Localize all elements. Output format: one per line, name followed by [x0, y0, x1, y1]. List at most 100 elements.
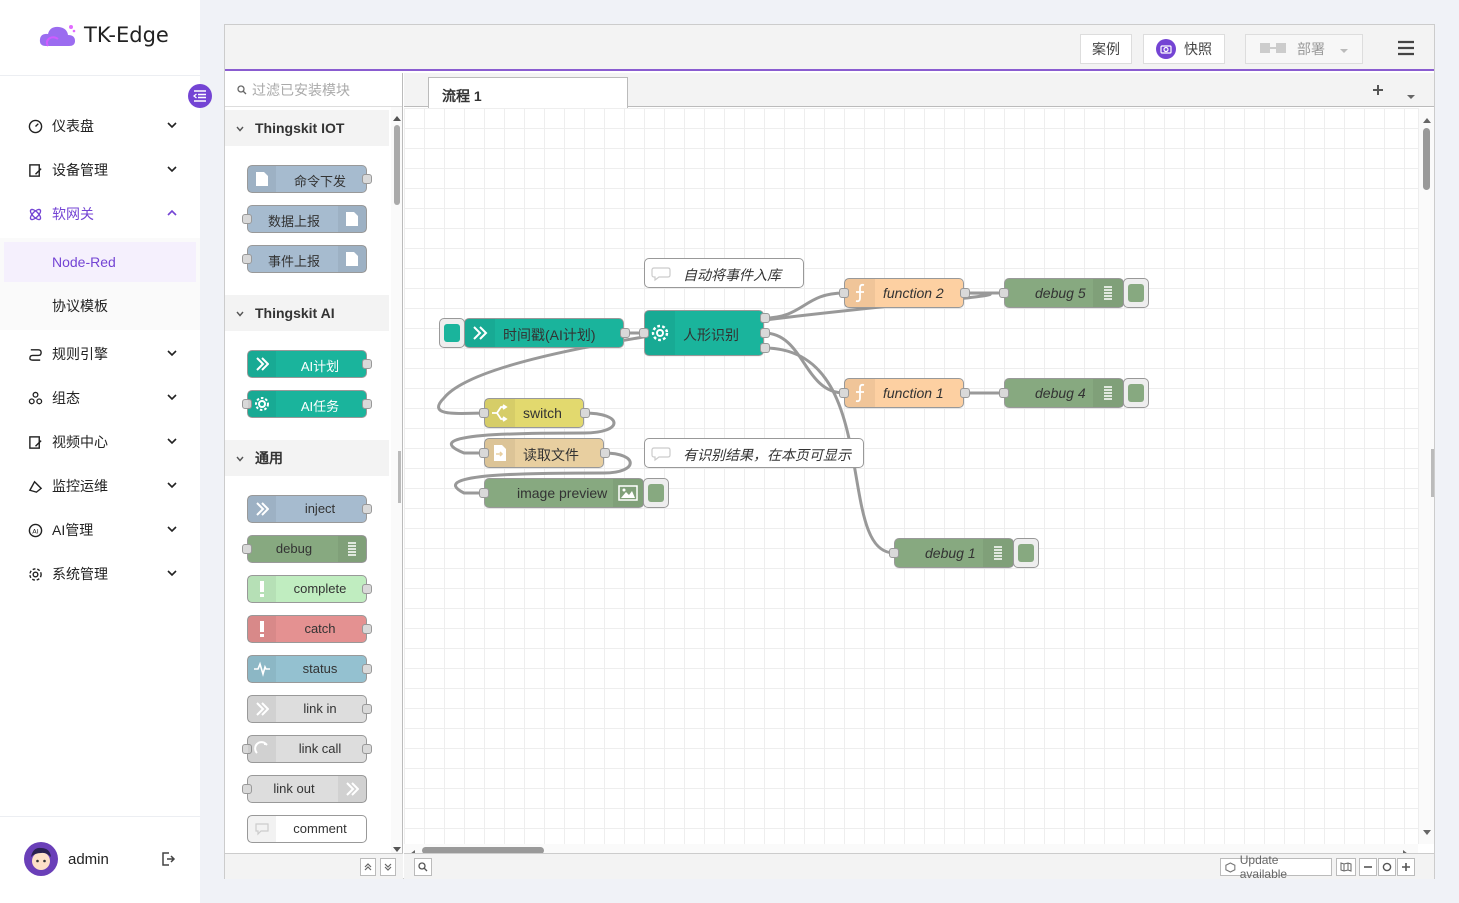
- flow-node-read-file[interactable]: 读取文件: [479, 438, 610, 468]
- sidebar-item-gateway[interactable]: 软网关: [0, 192, 200, 236]
- palette-node-link-call[interactable]: link call: [242, 735, 372, 763]
- palette-node-link-in[interactable]: link in: [247, 695, 372, 723]
- palette-node-comment[interactable]: comment: [247, 815, 367, 843]
- palette-resize-handle[interactable]: [398, 451, 401, 503]
- palette-scrollbar[interactable]: [391, 107, 402, 853]
- debug-toggle-button[interactable]: [1123, 278, 1149, 308]
- caret-down-icon[interactable]: [1339, 41, 1349, 57]
- sidebar-item-monitor[interactable]: 监控运维: [0, 464, 200, 508]
- output-port[interactable]: [362, 359, 372, 369]
- tab-flow-1[interactable]: 流程 1: [428, 77, 628, 108]
- flow-node-switch[interactable]: switch: [479, 398, 590, 428]
- flow-node-function-2[interactable]: function 2: [839, 278, 970, 308]
- palette-category-thingskit-iot[interactable]: Thingskit IOT: [225, 110, 389, 146]
- add-tab-icon[interactable]: [1372, 83, 1384, 99]
- output-port[interactable]: [362, 704, 372, 714]
- input-port[interactable]: [479, 448, 489, 458]
- palette-category-common[interactable]: 通用: [225, 440, 389, 476]
- flow-node-debug-4[interactable]: debug 4: [999, 378, 1124, 408]
- sidebar-subitem-node-red[interactable]: Node-Red: [4, 242, 196, 282]
- output-port[interactable]: [362, 504, 372, 514]
- snapshot-button[interactable]: 快照: [1143, 34, 1225, 64]
- input-port[interactable]: [242, 399, 252, 409]
- output-port[interactable]: [620, 328, 630, 338]
- scroll-down-icon[interactable]: [392, 841, 402, 853]
- output-port[interactable]: [960, 388, 970, 398]
- canvas-vertical-scrollbar[interactable]: [1418, 108, 1434, 844]
- comment-node-result[interactable]: 有识别结果，在本页可显示: [644, 438, 864, 468]
- logout-icon[interactable]: [160, 851, 176, 870]
- palette-node-debug[interactable]: debug: [242, 535, 367, 563]
- debug-toggle-button[interactable]: [1013, 538, 1039, 568]
- output-port[interactable]: [760, 343, 770, 353]
- comment-node-auto-event[interactable]: 自动将事件入库: [644, 258, 804, 288]
- scrollbar-thumb[interactable]: [1423, 128, 1430, 190]
- input-port[interactable]: [999, 288, 1009, 298]
- sidebar-item-video[interactable]: 视频中心: [0, 420, 200, 464]
- palette-node-ai-plan[interactable]: AI计划: [247, 350, 372, 378]
- collapse-sidebar-button[interactable]: [188, 84, 212, 108]
- debug-toggle-button[interactable]: [643, 478, 669, 508]
- update-available-button[interactable]: Update available: [1220, 853, 1332, 881]
- expand-all-button[interactable]: [380, 858, 396, 876]
- debug-toggle-button[interactable]: [1123, 378, 1149, 408]
- scroll-up-icon[interactable]: [392, 109, 402, 125]
- output-port[interactable]: [362, 399, 372, 409]
- scrollbar-thumb[interactable]: [422, 847, 544, 854]
- sidebar-item-device[interactable]: 设备管理: [0, 148, 200, 192]
- sidebar-item-ai[interactable]: AI AI管理: [0, 508, 200, 552]
- input-port[interactable]: [639, 328, 649, 338]
- zoom-in-button[interactable]: [1397, 858, 1415, 876]
- output-port[interactable]: [760, 313, 770, 323]
- input-port[interactable]: [479, 488, 489, 498]
- palette-node-link-out[interactable]: link out: [242, 775, 367, 803]
- input-port[interactable]: [479, 408, 489, 418]
- input-port[interactable]: [242, 214, 252, 224]
- palette-category-thingskit-ai[interactable]: Thingskit AI: [225, 295, 389, 331]
- palette-node-catch[interactable]: catch: [247, 615, 372, 643]
- sidebar-item-system[interactable]: 系统管理: [0, 552, 200, 596]
- navigator-button[interactable]: [1336, 858, 1356, 876]
- palette-node-complete[interactable]: complete: [247, 575, 372, 603]
- palette-node-inject[interactable]: inject: [247, 495, 372, 523]
- input-port[interactable]: [839, 288, 849, 298]
- input-port[interactable]: [889, 548, 899, 558]
- palette-filter[interactable]: 过滤已安装模块: [225, 73, 402, 107]
- zoom-out-button[interactable]: [1359, 858, 1377, 876]
- palette-node-event-report[interactable]: 事件上报: [242, 245, 367, 273]
- sidebar-item-dashboard[interactable]: 仪表盘: [0, 104, 200, 148]
- flow-node-image-preview[interactable]: image preview: [479, 478, 644, 508]
- tab-list-caret-icon[interactable]: [1406, 87, 1416, 103]
- sidebar-item-configuration[interactable]: 组态: [0, 376, 200, 420]
- input-port[interactable]: [999, 388, 1009, 398]
- collapse-all-button[interactable]: [360, 858, 376, 876]
- sidebar-resize-handle[interactable]: [1431, 449, 1434, 497]
- flow-node-timestamp[interactable]: 时间戳(AI计划): [464, 318, 630, 348]
- input-port[interactable]: [242, 744, 252, 754]
- scrollbar-thumb[interactable]: [394, 125, 400, 205]
- output-port[interactable]: [362, 664, 372, 674]
- inject-trigger-button[interactable]: [439, 318, 465, 348]
- output-port[interactable]: [362, 744, 372, 754]
- output-port[interactable]: [580, 408, 590, 418]
- output-port[interactable]: [362, 174, 372, 184]
- input-port[interactable]: [242, 784, 252, 794]
- input-port[interactable]: [839, 388, 849, 398]
- flow-canvas[interactable]: 自动将事件入库 时间戳(AI计划) 人形识别 function: [404, 108, 1418, 844]
- hamburger-menu-icon[interactable]: [1397, 40, 1415, 59]
- flow-node-debug-1[interactable]: debug 1: [889, 538, 1014, 568]
- sidebar-item-rule-engine[interactable]: 规则引擎: [0, 332, 200, 376]
- input-port[interactable]: [242, 254, 252, 264]
- deploy-button[interactable]: 部署: [1245, 34, 1363, 64]
- output-port[interactable]: [362, 624, 372, 634]
- examples-button[interactable]: 案例: [1080, 34, 1132, 64]
- user-profile[interactable]: admin: [24, 842, 109, 876]
- output-port[interactable]: [600, 448, 610, 458]
- sidebar-subitem-protocol-template[interactable]: 协议模板: [4, 286, 196, 326]
- search-flows-button[interactable]: [414, 858, 432, 876]
- zoom-reset-button[interactable]: [1378, 858, 1396, 876]
- brand[interactable]: TK-Edge: [38, 22, 169, 48]
- palette-node-ai-task[interactable]: AI任务: [242, 390, 372, 418]
- scroll-up-icon[interactable]: [1422, 111, 1432, 127]
- palette-node-command[interactable]: 命令下发: [247, 165, 372, 193]
